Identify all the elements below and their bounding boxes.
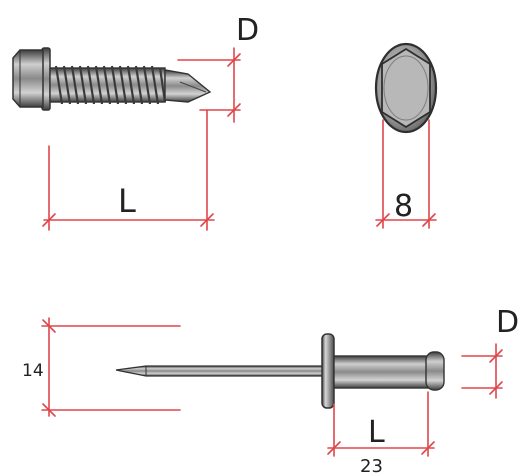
rivet-mandrel-head xyxy=(425,351,445,391)
screw-l-label: L xyxy=(118,182,136,220)
rivet-l-dimension xyxy=(327,391,435,457)
screw-l-dimension xyxy=(42,109,215,231)
blind-rivet xyxy=(115,333,445,409)
self-drilling-screw xyxy=(12,47,212,111)
rivet-height-dimension xyxy=(41,317,181,417)
rivet-d-dimension xyxy=(461,343,503,399)
screw-head xyxy=(12,49,44,108)
rivet-height-label: 14 xyxy=(22,361,44,381)
screw-drill-tip xyxy=(164,69,212,103)
rivet-l-label: L xyxy=(368,415,385,450)
hex-head-top-view xyxy=(374,42,438,134)
screw-d-label: D xyxy=(236,13,259,48)
hex-width-dimension xyxy=(375,119,437,229)
rivet-body xyxy=(333,355,429,389)
rivet-flange xyxy=(321,333,335,409)
rivet-d-label: D xyxy=(496,305,519,340)
rivet-length-label: 23 xyxy=(360,456,383,476)
screw-threads xyxy=(54,65,167,105)
hex-width-label: 8 xyxy=(394,189,413,224)
rivet-mandrel xyxy=(115,365,331,377)
